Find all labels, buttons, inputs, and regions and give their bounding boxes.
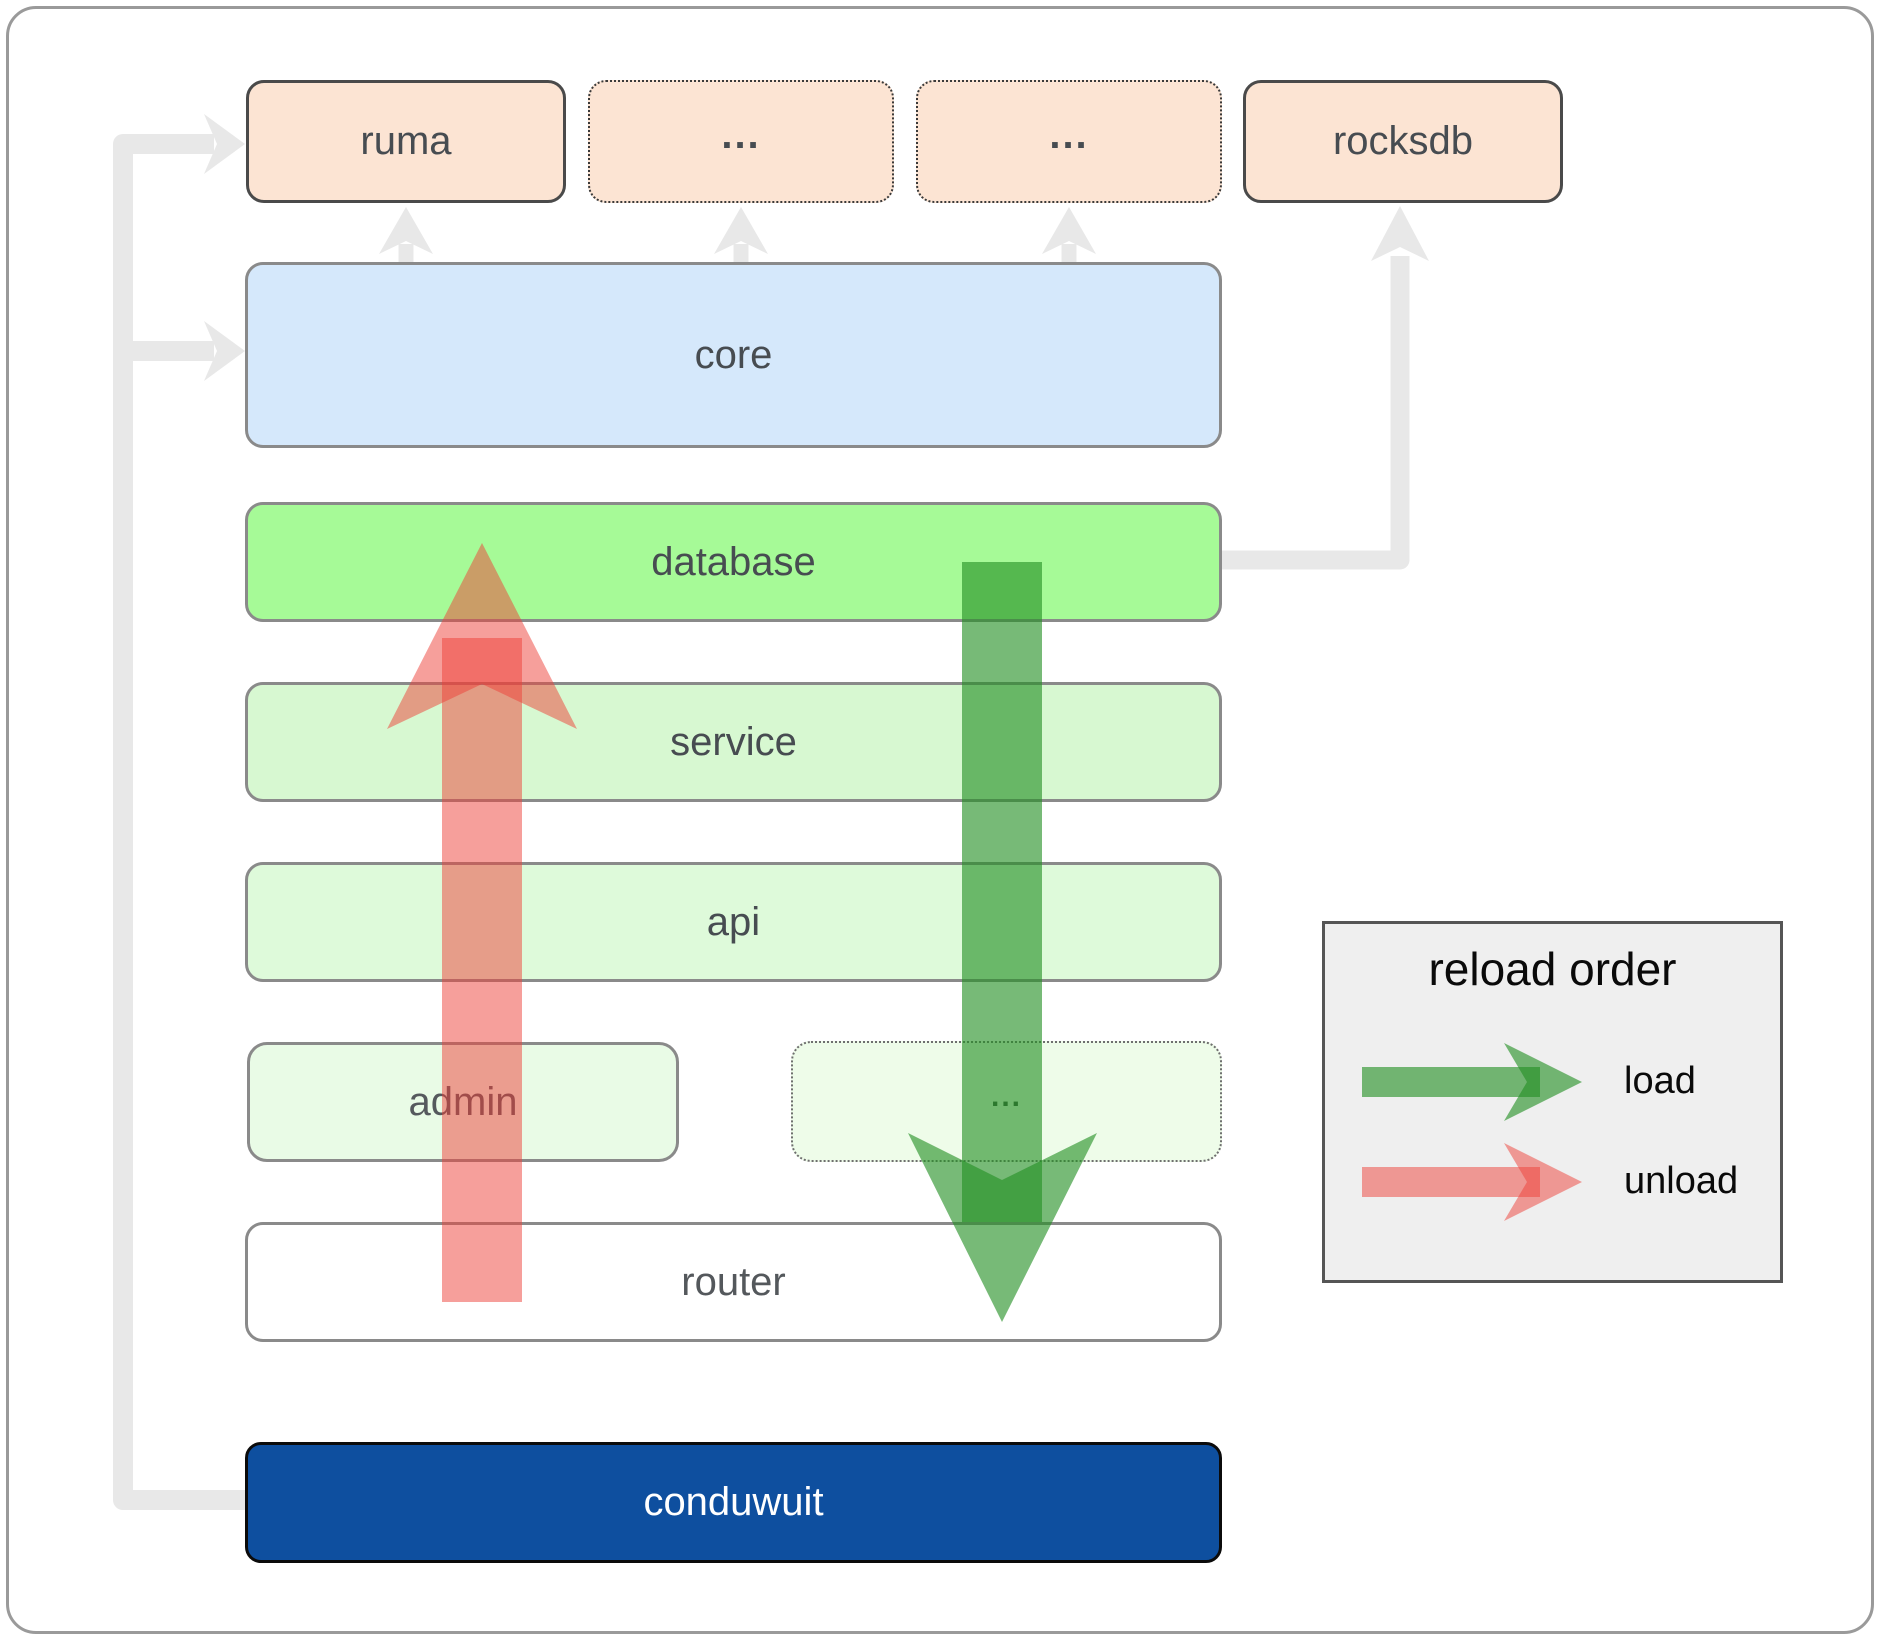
- legend-unload-arrow-shaft: [1362, 1167, 1540, 1197]
- arrowhead-to-ruma: [204, 114, 245, 174]
- legend-title: reload order: [1428, 943, 1677, 995]
- arrowhead-to-core: [204, 321, 245, 381]
- legend-load-label: load: [1624, 1060, 1696, 1102]
- arrowhead-core-ruma: [379, 207, 433, 254]
- outer-frame: [6, 6, 1874, 1634]
- legend-box: [1322, 921, 1783, 1283]
- unload-arrow-head: [387, 543, 577, 729]
- node-dependency-dots-2: ...: [916, 80, 1222, 203]
- legend-unload-label: unload: [1624, 1160, 1739, 1202]
- node-router: router: [245, 1222, 1222, 1342]
- legend-unload-arrow-head: [1504, 1143, 1582, 1221]
- node-database: database: [245, 502, 1222, 622]
- arrowhead-core-dots1: [714, 207, 768, 254]
- arrowhead-to-rocksdb: [1371, 206, 1429, 261]
- arrowhead-core-dots2: [1042, 207, 1096, 254]
- node-ruma: ruma: [246, 80, 566, 203]
- trunk-connector-line: [113, 134, 248, 1510]
- unload-arrow-shaft: [442, 638, 522, 1302]
- load-arrow-head: [908, 1133, 1097, 1322]
- node-conduwuit: conduwuit: [245, 1442, 1222, 1563]
- load-arrow-shaft: [962, 562, 1042, 1222]
- node-core: core: [245, 262, 1222, 448]
- database-rocksdb-line: [1222, 256, 1410, 570]
- legend-load-arrow-head: [1504, 1043, 1582, 1121]
- legend-load-arrow-shaft: [1362, 1067, 1540, 1097]
